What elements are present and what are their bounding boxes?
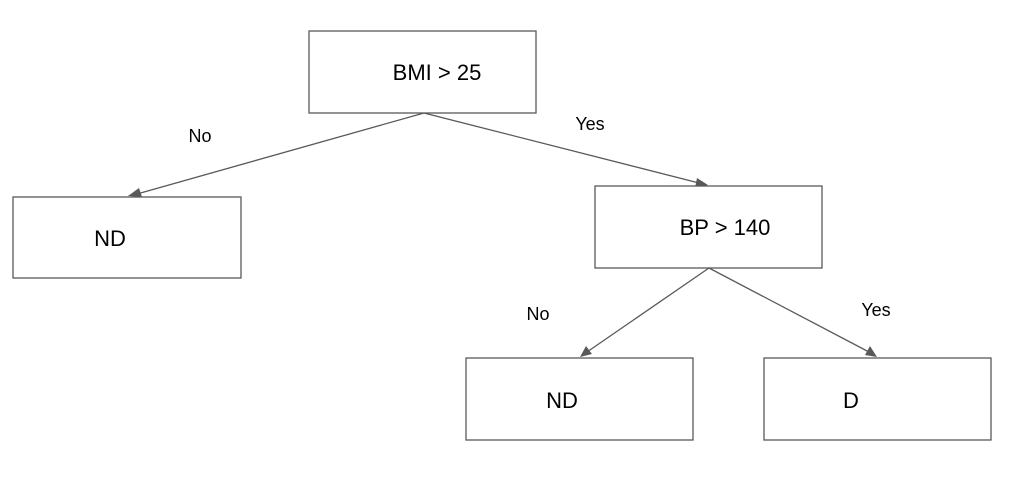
node-bp-label: BP > 140 bbox=[680, 215, 771, 240]
node-bp-no-leaf: ND bbox=[465, 357, 694, 441]
edge-root-yes bbox=[423, 112, 708, 188]
edge-label-root-no: No bbox=[188, 126, 211, 146]
edge-bp-no bbox=[580, 267, 710, 357]
node-bp-yes-leaf-label: D bbox=[843, 388, 859, 413]
node-bp: BP > 140 bbox=[594, 185, 823, 269]
node-left-leaf-label: ND bbox=[94, 226, 126, 251]
edge-root-no bbox=[128, 112, 425, 197]
edge-label-root-yes: Yes bbox=[575, 114, 604, 134]
node-bp-no-leaf-label: ND bbox=[546, 388, 578, 413]
edge-label-bp-no: No bbox=[526, 304, 549, 324]
edge-bp-yes bbox=[708, 267, 877, 357]
node-root-label: BMI > 25 bbox=[393, 60, 482, 85]
edge-label-bp-yes: Yes bbox=[861, 300, 890, 320]
node-bp-yes-leaf: D bbox=[763, 357, 992, 441]
node-left-leaf: ND bbox=[12, 196, 242, 279]
node-root-bmi: BMI > 25 bbox=[308, 30, 537, 114]
